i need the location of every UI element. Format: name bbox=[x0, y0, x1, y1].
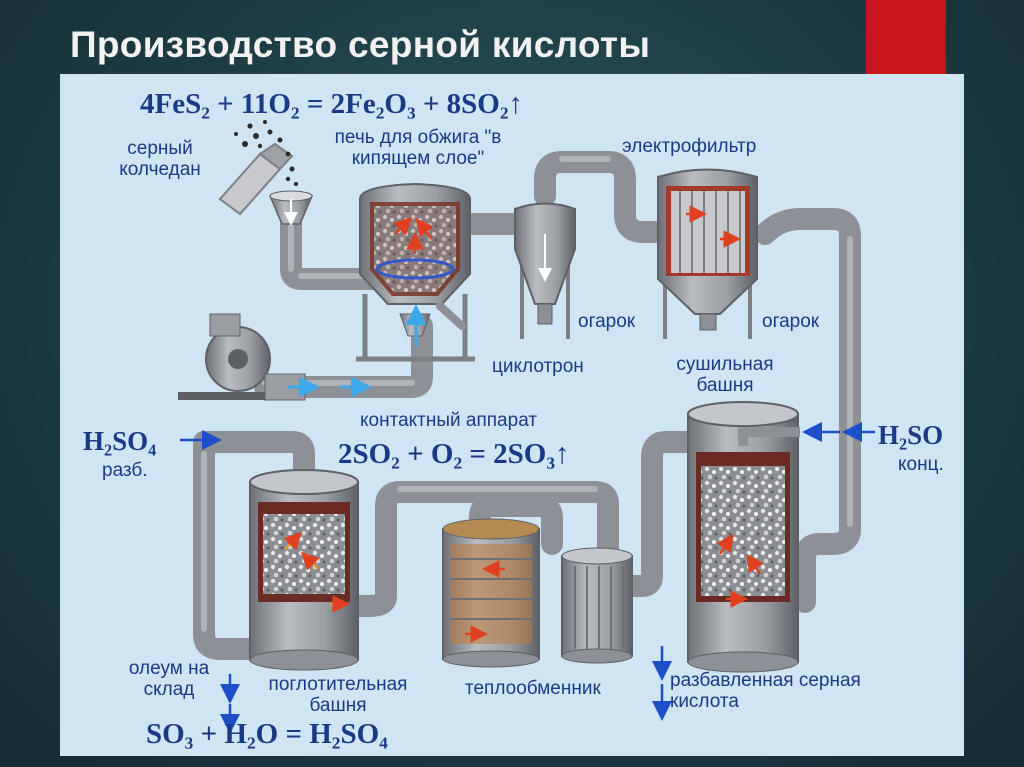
contact-equation: 2SO₂ + O₂ = 2SO₃↑ bbox=[338, 438, 570, 470]
acid-dilute-formula: H₂SO₄ bbox=[83, 426, 157, 456]
roasting-equation: 4FeS₂ + 11O₂ = 2Fe₂O₃ + 8SO₂↑ bbox=[140, 88, 524, 120]
pyrite-label: серный колчедан bbox=[119, 138, 201, 180]
absorption-tower bbox=[249, 469, 359, 671]
cyclone bbox=[514, 202, 576, 339]
drying-tower-label: сушильная башня bbox=[676, 354, 774, 396]
acid-conc-formula: H₂SO bbox=[878, 420, 944, 450]
heat-exchanger-label: теплообменник bbox=[465, 678, 601, 699]
contact-apparatus-label: контактный аппарат bbox=[360, 410, 538, 431]
furnace bbox=[356, 182, 475, 362]
absorption-equation: SO₃ + H₂O = H₂SO₄ bbox=[146, 718, 388, 750]
drying-tower bbox=[687, 401, 800, 673]
cinder-label-2: огарок bbox=[762, 311, 820, 332]
flow-arrows bbox=[180, 422, 875, 734]
absorber-label: поглотительная башня bbox=[268, 674, 408, 716]
diagram-panel: 4FeS₂ + 11O₂ = 2Fe₂O₃ + 8SO₂↑ серный кол… bbox=[60, 74, 964, 756]
feed-hopper bbox=[268, 190, 314, 226]
accent-block bbox=[866, 0, 946, 74]
cyclone-label: циклотрон bbox=[492, 356, 584, 377]
pyrite-bucket bbox=[218, 120, 298, 216]
heat-exchanger bbox=[561, 547, 633, 664]
process-diagram bbox=[178, 120, 875, 734]
electrofilter bbox=[657, 168, 758, 339]
furnace-label: печь для обжига "в кипящем слое" bbox=[334, 127, 502, 169]
slide-title: Производство серной кислоты bbox=[70, 24, 651, 65]
cinder-label-1: огарок bbox=[578, 311, 636, 332]
contact-apparatus bbox=[442, 518, 540, 668]
pipelines bbox=[193, 151, 861, 660]
dilute-output-label: разбавленная серная кислота bbox=[670, 670, 861, 712]
acid-dilute-note: разб. bbox=[102, 460, 148, 481]
oleum-label: олеум на склад bbox=[128, 658, 210, 700]
air-blower bbox=[178, 313, 372, 401]
acid-conc-note: конц. bbox=[898, 454, 944, 475]
electrofilter-label: электрофильтр bbox=[622, 136, 757, 157]
